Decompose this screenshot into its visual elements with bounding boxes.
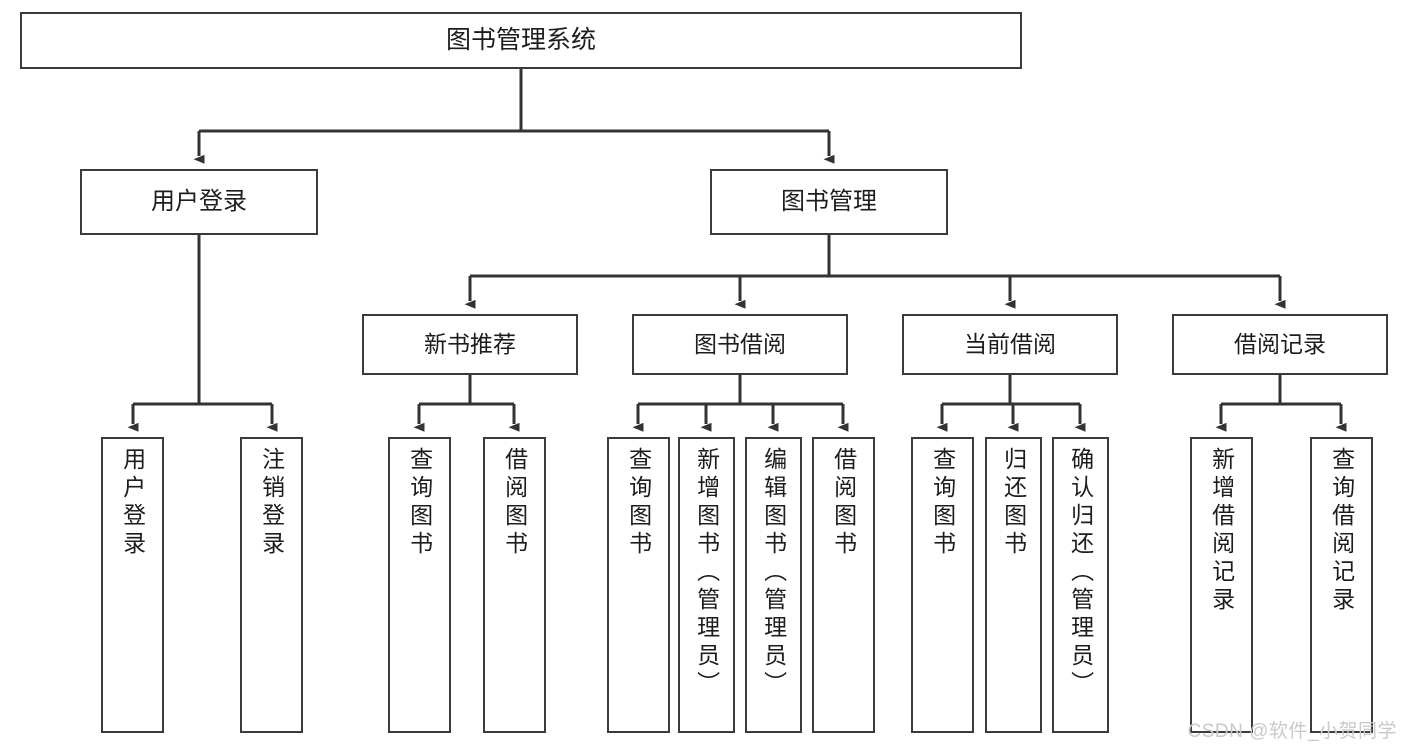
node-book-borrow[interactable]: 图书借阅 xyxy=(632,314,848,375)
node-leaf-add-borrow-record[interactable]: 新增借阅记录 xyxy=(1190,437,1253,733)
node-leaf-edit-book[interactable]: 编辑图书（管理员） xyxy=(745,437,802,733)
node-leaf-query-book-3-label: 查询图书 xyxy=(929,447,956,559)
node-book-borrow-label: 图书借阅 xyxy=(694,331,786,358)
node-leaf-edit-book-label: 编辑图书（管理员） xyxy=(760,447,787,699)
node-current-borrow[interactable]: 当前借阅 xyxy=(902,314,1118,375)
node-root[interactable]: 图书管理系统 xyxy=(20,12,1022,69)
node-borrow-record[interactable]: 借阅记录 xyxy=(1172,314,1388,375)
node-leaf-query-book-3[interactable]: 查询图书 xyxy=(911,437,974,733)
node-leaf-query-book-2-label: 查询图书 xyxy=(625,447,652,559)
node-new-book-recommend-label: 新书推荐 xyxy=(424,331,516,358)
node-current-borrow-label: 当前借阅 xyxy=(964,331,1056,358)
node-leaf-query-borrow-record-label: 查询借阅记录 xyxy=(1328,447,1355,615)
node-leaf-query-book-1[interactable]: 查询图书 xyxy=(388,437,451,733)
node-book-manage-label: 图书管理 xyxy=(781,188,877,216)
watermark: CSDN @软件_小贺同学 xyxy=(1187,721,1397,742)
node-leaf-borrow-book-2-label: 借阅图书 xyxy=(830,447,857,559)
node-leaf-add-book-label: 新增图书（管理员） xyxy=(693,447,720,699)
node-root-label: 图书管理系统 xyxy=(445,26,596,55)
node-leaf-confirm-return-label: 确认归还（管理员） xyxy=(1067,447,1094,699)
node-leaf-confirm-return[interactable]: 确认归还（管理员） xyxy=(1052,437,1109,733)
node-borrow-record-label: 借阅记录 xyxy=(1234,331,1326,358)
node-leaf-user-login-label: 用户登录 xyxy=(119,447,146,559)
node-leaf-borrow-book-1-label: 借阅图书 xyxy=(501,447,528,559)
node-leaf-user-logout[interactable]: 注销登录 xyxy=(240,437,303,733)
node-leaf-query-book-1-label: 查询图书 xyxy=(406,447,433,559)
node-leaf-query-borrow-record[interactable]: 查询借阅记录 xyxy=(1310,437,1373,733)
node-leaf-return-book[interactable]: 归还图书 xyxy=(985,437,1042,733)
node-leaf-user-login[interactable]: 用户登录 xyxy=(101,437,164,733)
node-leaf-add-book[interactable]: 新增图书（管理员） xyxy=(678,437,735,733)
node-leaf-add-borrow-record-label: 新增借阅记录 xyxy=(1208,447,1235,615)
node-leaf-return-book-label: 归还图书 xyxy=(1000,447,1027,559)
node-user-login[interactable]: 用户登录 xyxy=(80,169,318,235)
node-leaf-user-logout-label: 注销登录 xyxy=(258,447,285,559)
node-leaf-borrow-book-2[interactable]: 借阅图书 xyxy=(812,437,875,733)
node-user-login-label: 用户登录 xyxy=(151,188,247,216)
node-new-book-recommend[interactable]: 新书推荐 xyxy=(362,314,578,375)
node-book-manage[interactable]: 图书管理 xyxy=(710,169,948,235)
node-leaf-borrow-book-1[interactable]: 借阅图书 xyxy=(483,437,546,733)
node-leaf-query-book-2[interactable]: 查询图书 xyxy=(607,437,670,733)
